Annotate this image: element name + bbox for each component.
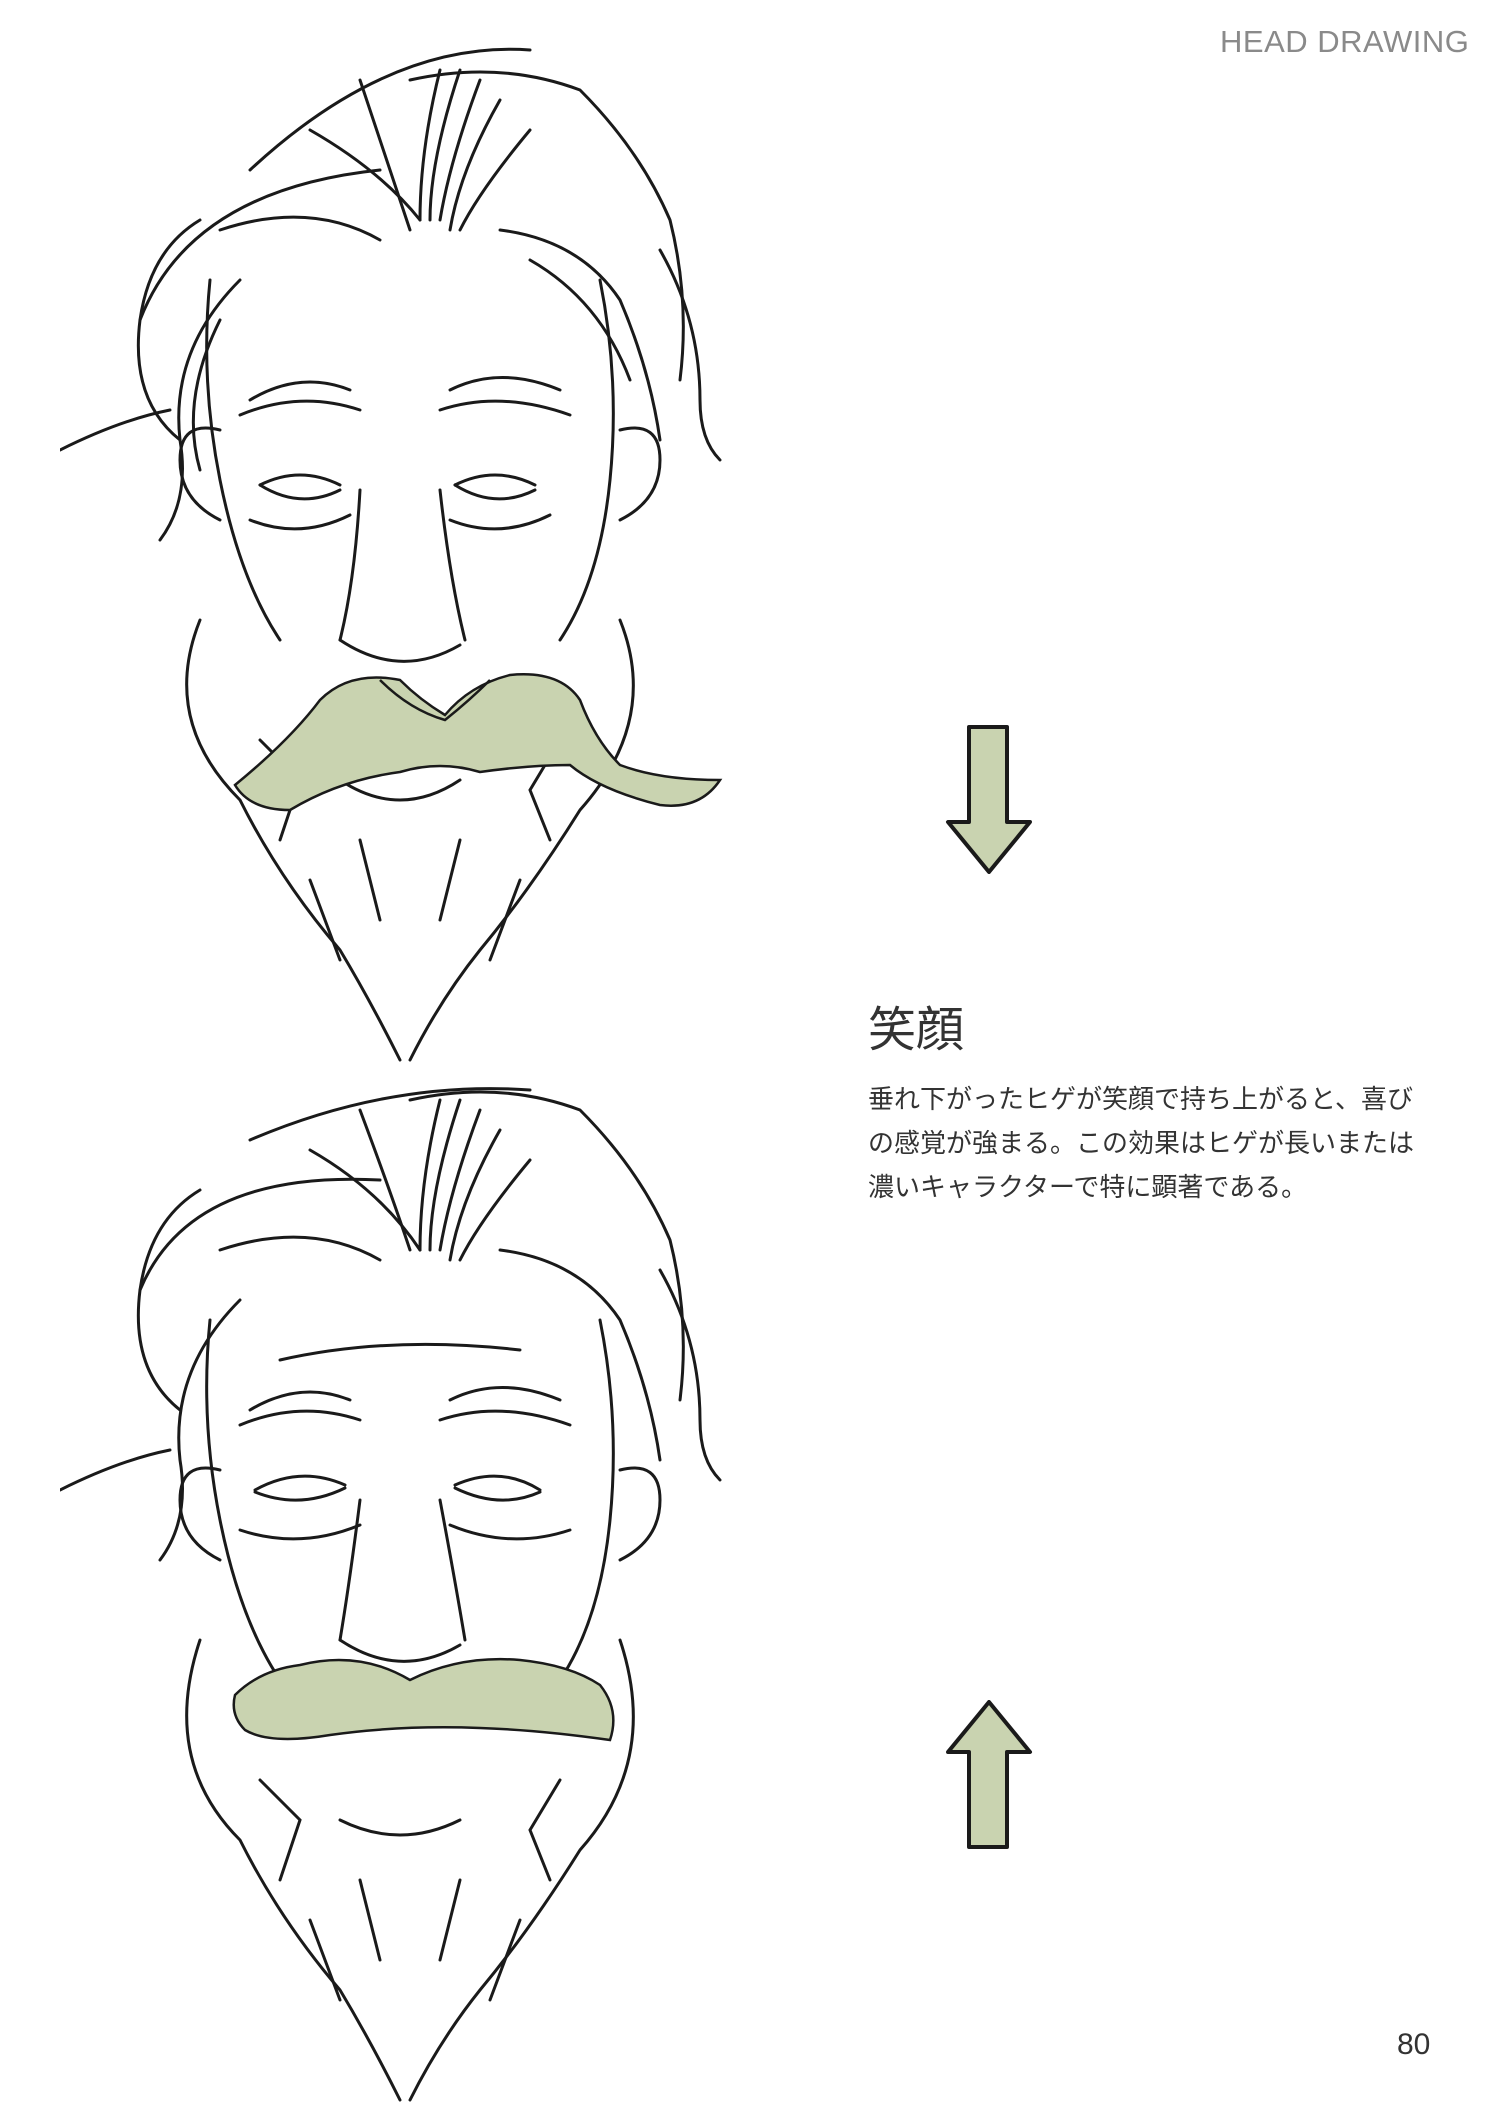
section-title: 笑顔: [868, 1002, 965, 1058]
illustration-neutral-face: [60, 20, 900, 1080]
up-arrow-icon: [944, 1700, 1034, 1854]
page-number: 80: [1397, 2028, 1431, 2061]
illustration-smiling-face: [60, 1080, 900, 2120]
body-text: 垂れ下がったヒゲが笑顔で持ち上がると、喜びの感覚が強まる。この効果はヒゲが長いま…: [868, 1085, 1415, 1203]
down-arrow-icon: [944, 724, 1034, 878]
running-head: HEAD DRAWING: [1220, 24, 1470, 59]
